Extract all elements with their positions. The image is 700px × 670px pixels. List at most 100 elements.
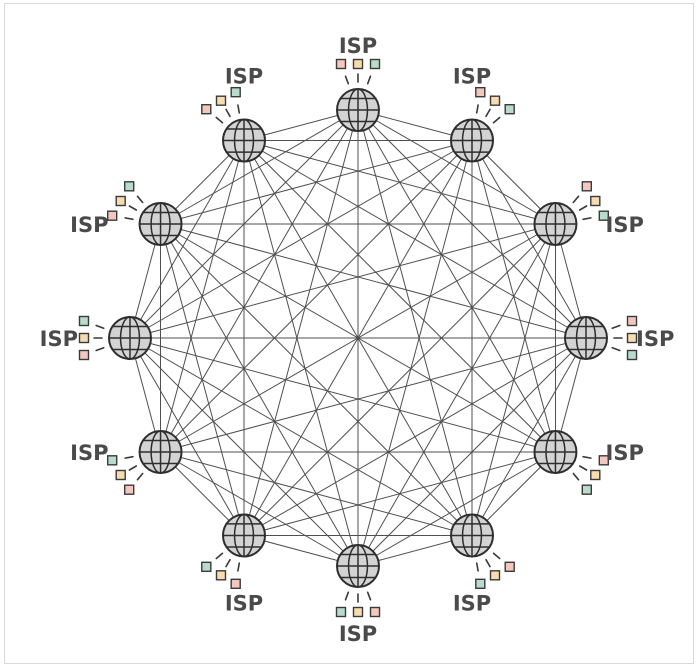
- isp-label: ISP: [339, 34, 377, 58]
- peer-link-tick: [128, 465, 138, 471]
- square-icon: [115, 195, 126, 207]
- isp-node-11: ISP: [201, 65, 266, 163]
- edge-1-6: [357, 140, 473, 567]
- isp-label: ISP: [40, 327, 78, 351]
- peer-link-tick: [366, 591, 372, 601]
- square-icon: [475, 86, 486, 98]
- square-icon: [335, 58, 347, 70]
- square-icon: [598, 210, 609, 221]
- peer-link-tick: [215, 552, 224, 560]
- edge-6-11: [243, 140, 359, 567]
- globe-icon: [222, 118, 266, 163]
- mesh-edges: [129, 109, 587, 567]
- isp-label: ISP: [636, 327, 674, 351]
- edge-5-10: [160, 223, 473, 536]
- peer-link-tick: [215, 116, 224, 124]
- peer-link-tick: [572, 472, 580, 481]
- square-icon: [115, 469, 126, 481]
- isp-label: ISP: [453, 592, 491, 616]
- square-icon: [215, 95, 227, 106]
- edge-0-7: [243, 109, 359, 536]
- isp-node-2: ISP: [533, 181, 644, 246]
- square-icon: [590, 469, 601, 481]
- square-icon: [626, 332, 638, 344]
- isp-node-9: ISP: [40, 315, 152, 361]
- peer-link-tick: [366, 75, 372, 85]
- globe-icon: [108, 316, 152, 360]
- square-icon: [78, 332, 90, 344]
- edge-8-11: [160, 140, 245, 453]
- peer-link-tick: [95, 346, 105, 352]
- square-icon: [201, 103, 212, 115]
- globe-icon: [222, 513, 266, 558]
- edge-2-7: [243, 223, 556, 536]
- globe-icon: [336, 544, 380, 588]
- edge-5-9: [129, 337, 473, 536]
- peer-link-tick: [344, 75, 350, 85]
- square-icon: [106, 455, 118, 466]
- square-icon: [215, 570, 227, 581]
- isp-label: ISP: [70, 213, 108, 237]
- square-icon: [598, 455, 609, 466]
- globe-icon: [138, 430, 183, 474]
- peer-link-tick: [237, 562, 241, 572]
- edge-3-10: [160, 223, 587, 339]
- square-icon: [123, 181, 135, 192]
- peer-link-tick: [492, 552, 501, 560]
- isp-label: ISP: [453, 65, 491, 89]
- square-icon: [626, 349, 638, 361]
- peer-link-tick: [475, 104, 479, 114]
- globe-icon: [138, 202, 183, 246]
- square-icon: [369, 58, 381, 70]
- peer-link-tick: [225, 558, 231, 568]
- edge-4-11: [243, 140, 556, 453]
- globe-icon: [564, 316, 608, 360]
- edge-5-11: [243, 140, 473, 536]
- edge-4-9: [129, 337, 556, 453]
- peer-link-tick: [475, 562, 479, 572]
- edge-7-10: [160, 223, 245, 536]
- square-icon: [581, 181, 592, 192]
- isp-node-10: ISP: [70, 181, 183, 246]
- edge-3-11: [243, 140, 587, 339]
- square-icon: [106, 210, 118, 221]
- square-icon: [230, 86, 241, 98]
- peer-link-tick: [578, 205, 588, 211]
- peer-link-tick: [611, 346, 621, 352]
- isp-node-4: ISP: [533, 430, 644, 495]
- isp-label: ISP: [70, 441, 108, 465]
- square-icon: [489, 570, 501, 581]
- square-icon: [78, 315, 90, 327]
- edge-6-8: [160, 451, 359, 567]
- isp-node-6: ISP: [335, 544, 381, 646]
- globe-icon: [450, 118, 494, 163]
- square-icon: [504, 561, 515, 572]
- edge-7-9: [129, 337, 245, 536]
- edge-2-9: [129, 223, 556, 339]
- isp-node-5: ISP: [450, 513, 515, 616]
- peer-link-tick: [225, 108, 231, 118]
- square-icon: [352, 606, 364, 618]
- isp-label: ISP: [225, 592, 263, 616]
- globe-icon: [533, 202, 578, 246]
- isp-label: ISP: [606, 441, 644, 465]
- square-icon: [626, 315, 638, 327]
- isp-node-7: ISP: [201, 513, 266, 616]
- isp-label: ISP: [339, 622, 377, 646]
- isp-label: ISP: [606, 213, 644, 237]
- edge-3-8: [160, 337, 587, 453]
- peer-link-tick: [572, 195, 580, 204]
- peer-link-tick: [124, 217, 134, 221]
- square-icon: [335, 606, 347, 618]
- square-icon: [504, 103, 515, 115]
- square-icon: [201, 561, 212, 572]
- isp-label: ISP: [225, 65, 263, 89]
- isp-nodes: ISP ISP ISP ISP ISP ISP ISP ISP ISP ISP ISP ISP: [40, 34, 675, 646]
- square-icon: [230, 578, 241, 589]
- peer-link-tick: [485, 108, 491, 118]
- peer-link-tick: [485, 558, 491, 568]
- peer-link-tick: [136, 195, 144, 204]
- isp-node-3: ISP: [564, 315, 674, 361]
- peer-link-tick: [124, 455, 134, 459]
- square-icon: [581, 484, 592, 495]
